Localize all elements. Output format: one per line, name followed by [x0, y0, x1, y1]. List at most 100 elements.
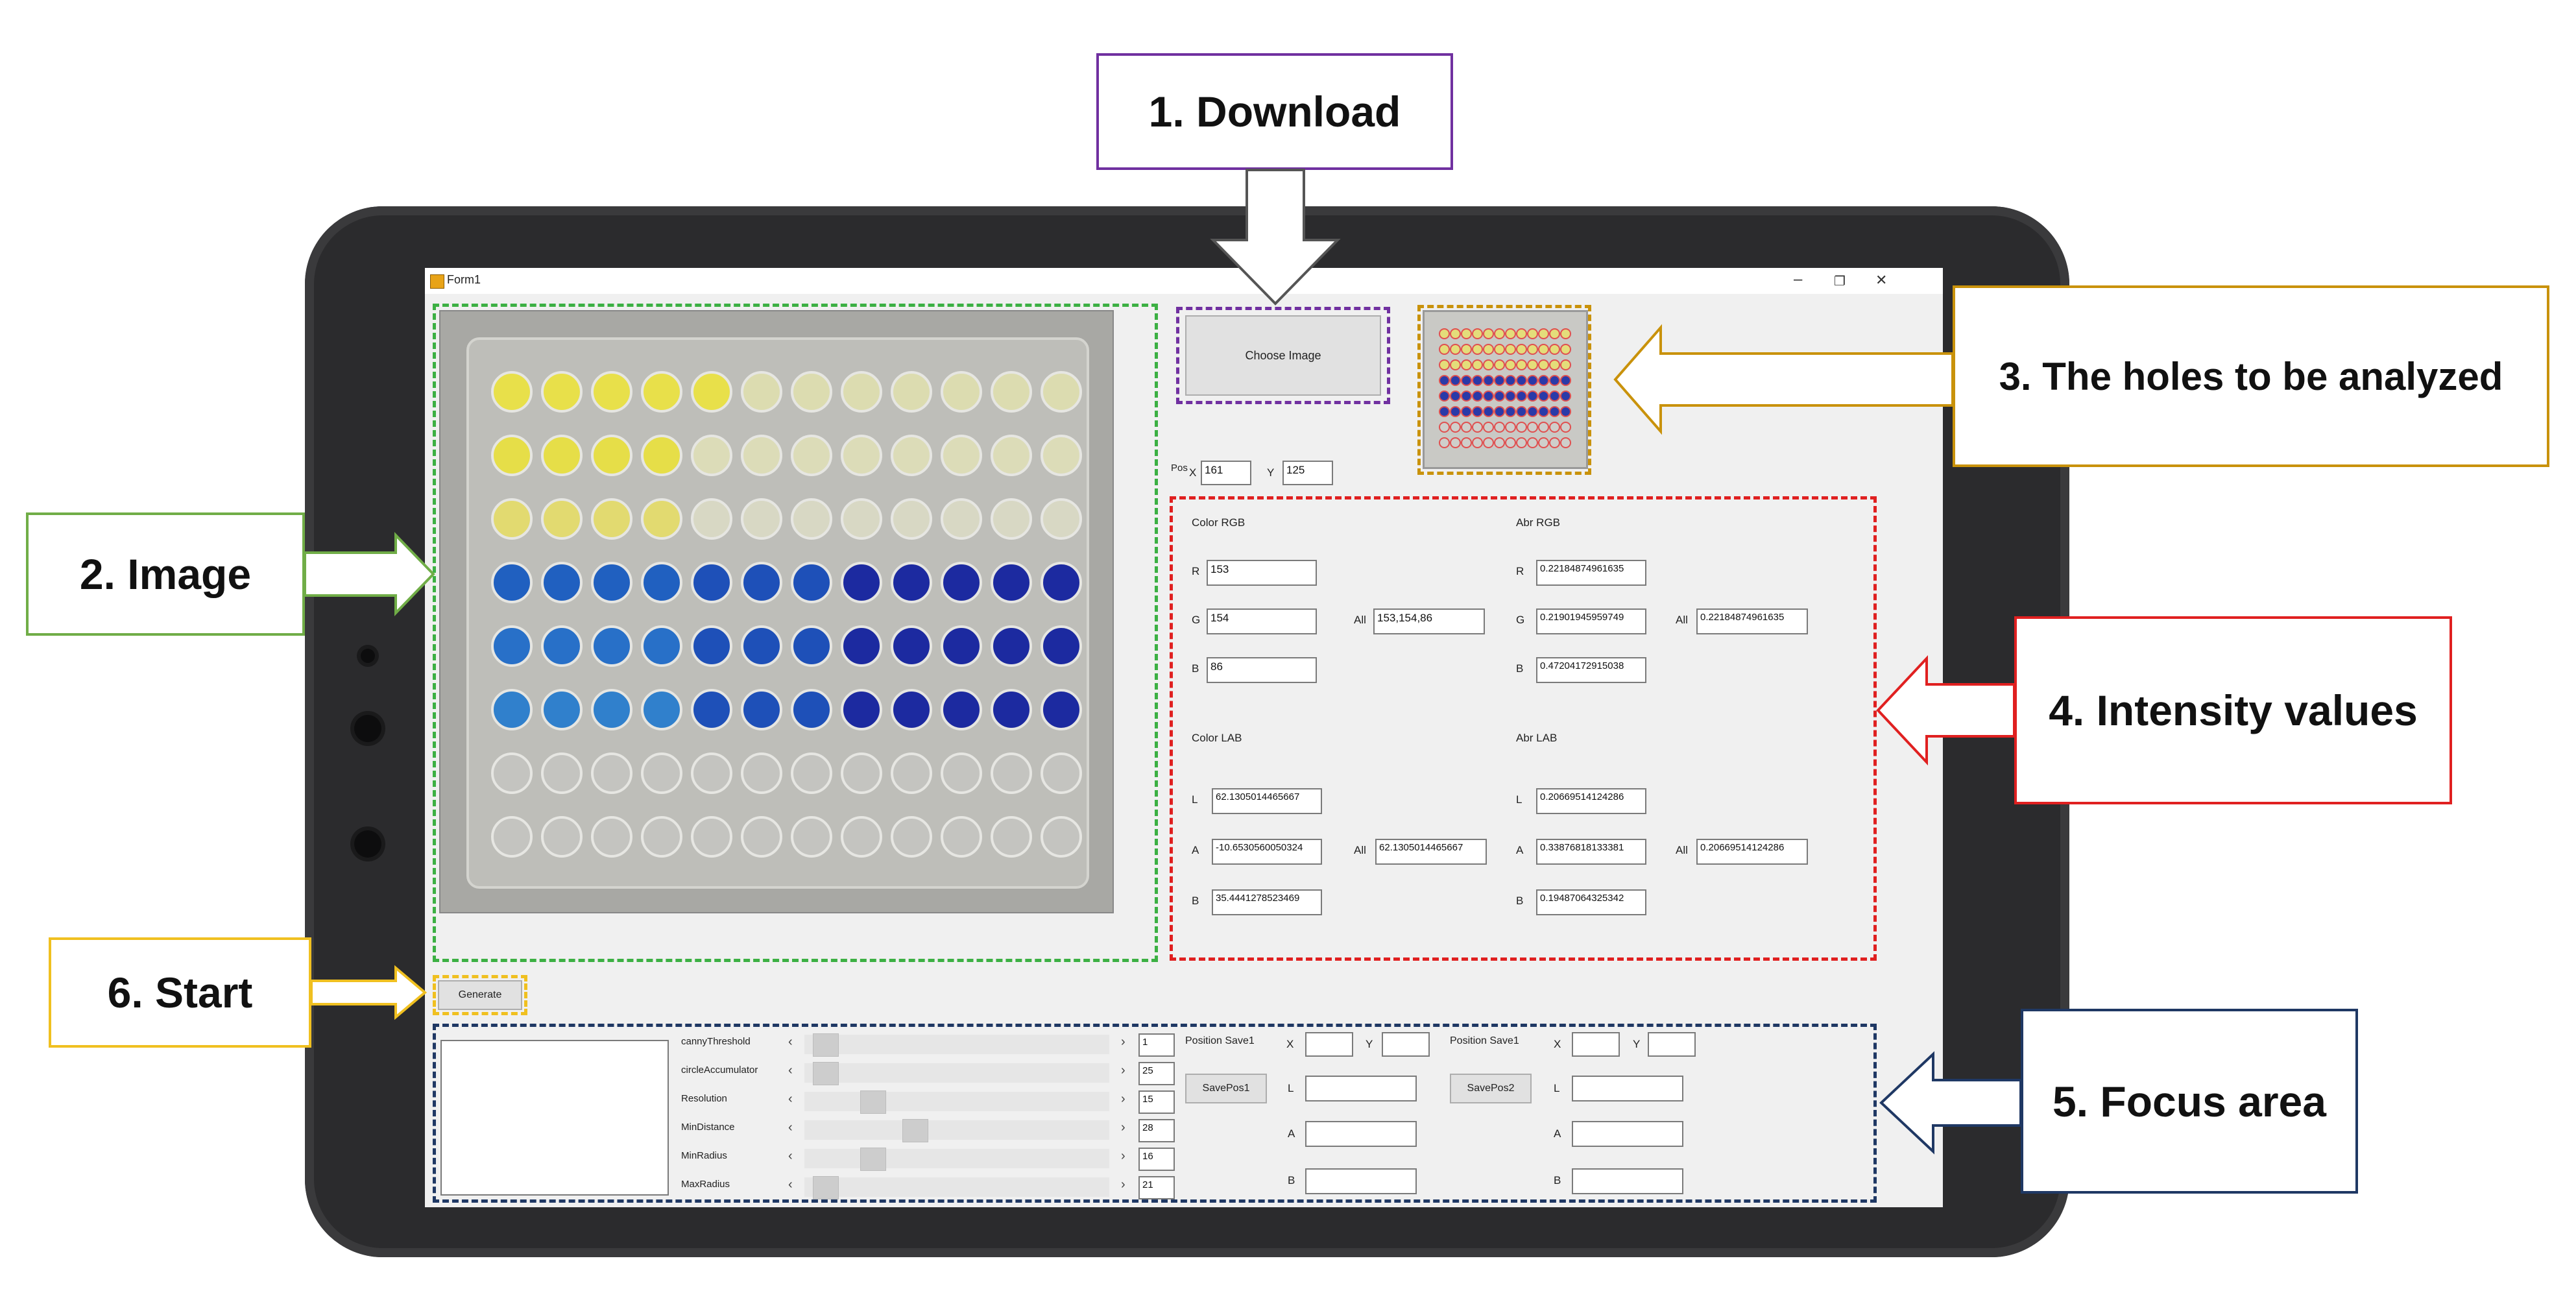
- abr-g-field[interactable]: 0.21901945959749: [1536, 608, 1646, 634]
- lab-a-field[interactable]: -10.6530560050324: [1212, 839, 1322, 865]
- slider-value-field[interactable]: 16: [1138, 1148, 1175, 1171]
- abr-all-field[interactable]: 0.22184874961635: [1696, 608, 1808, 634]
- abr-lab-a-field[interactable]: 0.33876818133381: [1536, 839, 1646, 865]
- slider-thumb[interactable]: [812, 1062, 839, 1085]
- rgb-r-field[interactable]: 153: [1207, 560, 1317, 586]
- abr-lab-b-field[interactable]: 0.19487064325342: [1536, 889, 1646, 915]
- abr-lab-all-field[interactable]: 0.20669514124286: [1696, 839, 1808, 865]
- pos-save1-x-field[interactable]: [1305, 1032, 1353, 1057]
- thumbnail-well: [1516, 328, 1527, 339]
- slider-track[interactable]: [804, 1149, 1109, 1168]
- arrow-image: [304, 532, 435, 616]
- slider-left-arrow-icon[interactable]: ‹: [788, 1149, 793, 1163]
- pos-x-label: X: [1189, 466, 1197, 479]
- rgb-all-field[interactable]: 153,154,86: [1373, 608, 1485, 634]
- slider-track[interactable]: [804, 1177, 1109, 1197]
- close-button[interactable]: ✕: [1875, 272, 1888, 288]
- lab-l-field[interactable]: 62.1305014465667: [1212, 788, 1322, 814]
- save-pos1-button[interactable]: SavePos1: [1185, 1074, 1267, 1103]
- slider-value-field[interactable]: 1: [1138, 1033, 1175, 1057]
- thumbnail-well: [1549, 437, 1560, 448]
- thumbnail-well: [1461, 437, 1472, 448]
- rgb-r-label: R: [1192, 565, 1200, 577]
- pos-save2-l-field[interactable]: [1572, 1076, 1683, 1101]
- pos-save2-b-field[interactable]: [1572, 1168, 1683, 1194]
- focus-list[interactable]: [440, 1040, 669, 1196]
- thumbnail-well: [1516, 391, 1527, 402]
- plate-well: [591, 689, 632, 730]
- slider-track[interactable]: [804, 1120, 1109, 1140]
- plate-well: [541, 498, 583, 540]
- slider-value-field[interactable]: 25: [1138, 1062, 1175, 1085]
- plate-well: [691, 562, 732, 603]
- thumbnail-well: [1560, 359, 1571, 370]
- slider-track[interactable]: [804, 1092, 1109, 1111]
- rgb-g-field[interactable]: 154: [1207, 608, 1317, 634]
- slider-right-arrow-icon[interactable]: ›: [1121, 1063, 1125, 1077]
- slider-left-arrow-icon[interactable]: ‹: [788, 1177, 793, 1192]
- pos-y-label: Y: [1267, 466, 1275, 479]
- rgb-b-field[interactable]: 86: [1207, 657, 1317, 683]
- lab-all-field[interactable]: 62.1305014465667: [1375, 839, 1487, 865]
- plate-well: [1041, 816, 1082, 858]
- slider-track[interactable]: [804, 1063, 1109, 1083]
- plate-well: [491, 435, 533, 476]
- pos-save1-a-field[interactable]: [1305, 1121, 1417, 1147]
- lab-all-label: All: [1354, 844, 1366, 856]
- plate-well: [841, 816, 882, 858]
- slider-left-arrow-icon[interactable]: ‹: [788, 1092, 793, 1106]
- slider-right-arrow-icon[interactable]: ›: [1121, 1092, 1125, 1106]
- slider-thumb[interactable]: [860, 1090, 887, 1114]
- pos-save2-a-field[interactable]: [1572, 1121, 1683, 1147]
- thumbnail-well: [1538, 422, 1549, 433]
- thumbnail-well: [1527, 422, 1538, 433]
- pos-x-field[interactable]: 161: [1201, 461, 1251, 485]
- thumbnail-well: [1450, 406, 1461, 417]
- pos-y-field[interactable]: 125: [1282, 461, 1333, 485]
- generate-button[interactable]: Generate: [438, 980, 522, 1010]
- thumbnail-well: [1450, 437, 1461, 448]
- slider-right-arrow-icon[interactable]: ›: [1121, 1149, 1125, 1163]
- plate-well: [541, 689, 583, 730]
- save-pos2-button[interactable]: SavePos2: [1450, 1074, 1532, 1103]
- plate-well: [791, 435, 832, 476]
- thumbnail-well: [1472, 422, 1483, 433]
- slider-left-arrow-icon[interactable]: ‹: [788, 1120, 793, 1135]
- slider-value-field[interactable]: 28: [1138, 1119, 1175, 1142]
- abr-lab-l-field[interactable]: 0.20669514124286: [1536, 788, 1646, 814]
- thumbnail-well: [1439, 422, 1450, 433]
- pos-save2-y-field[interactable]: [1648, 1032, 1696, 1057]
- slider-right-arrow-icon[interactable]: ›: [1121, 1035, 1125, 1049]
- pos-save1-l-field[interactable]: [1305, 1076, 1417, 1101]
- choose-image-button[interactable]: Choose Image: [1185, 315, 1381, 396]
- plate-well: [641, 562, 682, 603]
- minimize-button[interactable]: –: [1794, 271, 1803, 288]
- lab-b-field[interactable]: 35.4441278523469: [1212, 889, 1322, 915]
- pos-save1-y-field[interactable]: [1382, 1032, 1430, 1057]
- pos-save2-x-field[interactable]: [1572, 1032, 1620, 1057]
- slider-value-field[interactable]: 21: [1138, 1176, 1175, 1199]
- restore-button[interactable]: ❐: [1834, 274, 1846, 289]
- thumbnail-well: [1483, 328, 1494, 339]
- thumbnail-well: [1549, 375, 1560, 386]
- pos-save1-b-field[interactable]: [1305, 1168, 1417, 1194]
- slider-left-arrow-icon[interactable]: ‹: [788, 1063, 793, 1077]
- plate-well: [891, 562, 932, 603]
- thumbnail-well: [1472, 406, 1483, 417]
- slider-track[interactable]: [804, 1035, 1109, 1054]
- slider-right-arrow-icon[interactable]: ›: [1121, 1177, 1125, 1192]
- slider-thumb[interactable]: [812, 1176, 839, 1199]
- slider-value-field[interactable]: 15: [1138, 1090, 1175, 1114]
- slider-thumb[interactable]: [812, 1033, 839, 1057]
- slider-thumb[interactable]: [902, 1119, 929, 1142]
- thumbnail-well: [1538, 359, 1549, 370]
- slider-right-arrow-icon[interactable]: ›: [1121, 1120, 1125, 1135]
- abr-lab-a-label: A: [1516, 844, 1524, 856]
- abr-b-field[interactable]: 0.47204172915038: [1536, 657, 1646, 683]
- slider-left-arrow-icon[interactable]: ‹: [788, 1035, 793, 1049]
- camera-icon: [354, 715, 381, 742]
- abr-r-field[interactable]: 0.22184874961635: [1536, 560, 1646, 586]
- plate-well: [991, 498, 1032, 540]
- slider-thumb[interactable]: [860, 1148, 887, 1171]
- plate-image[interactable]: [439, 310, 1114, 913]
